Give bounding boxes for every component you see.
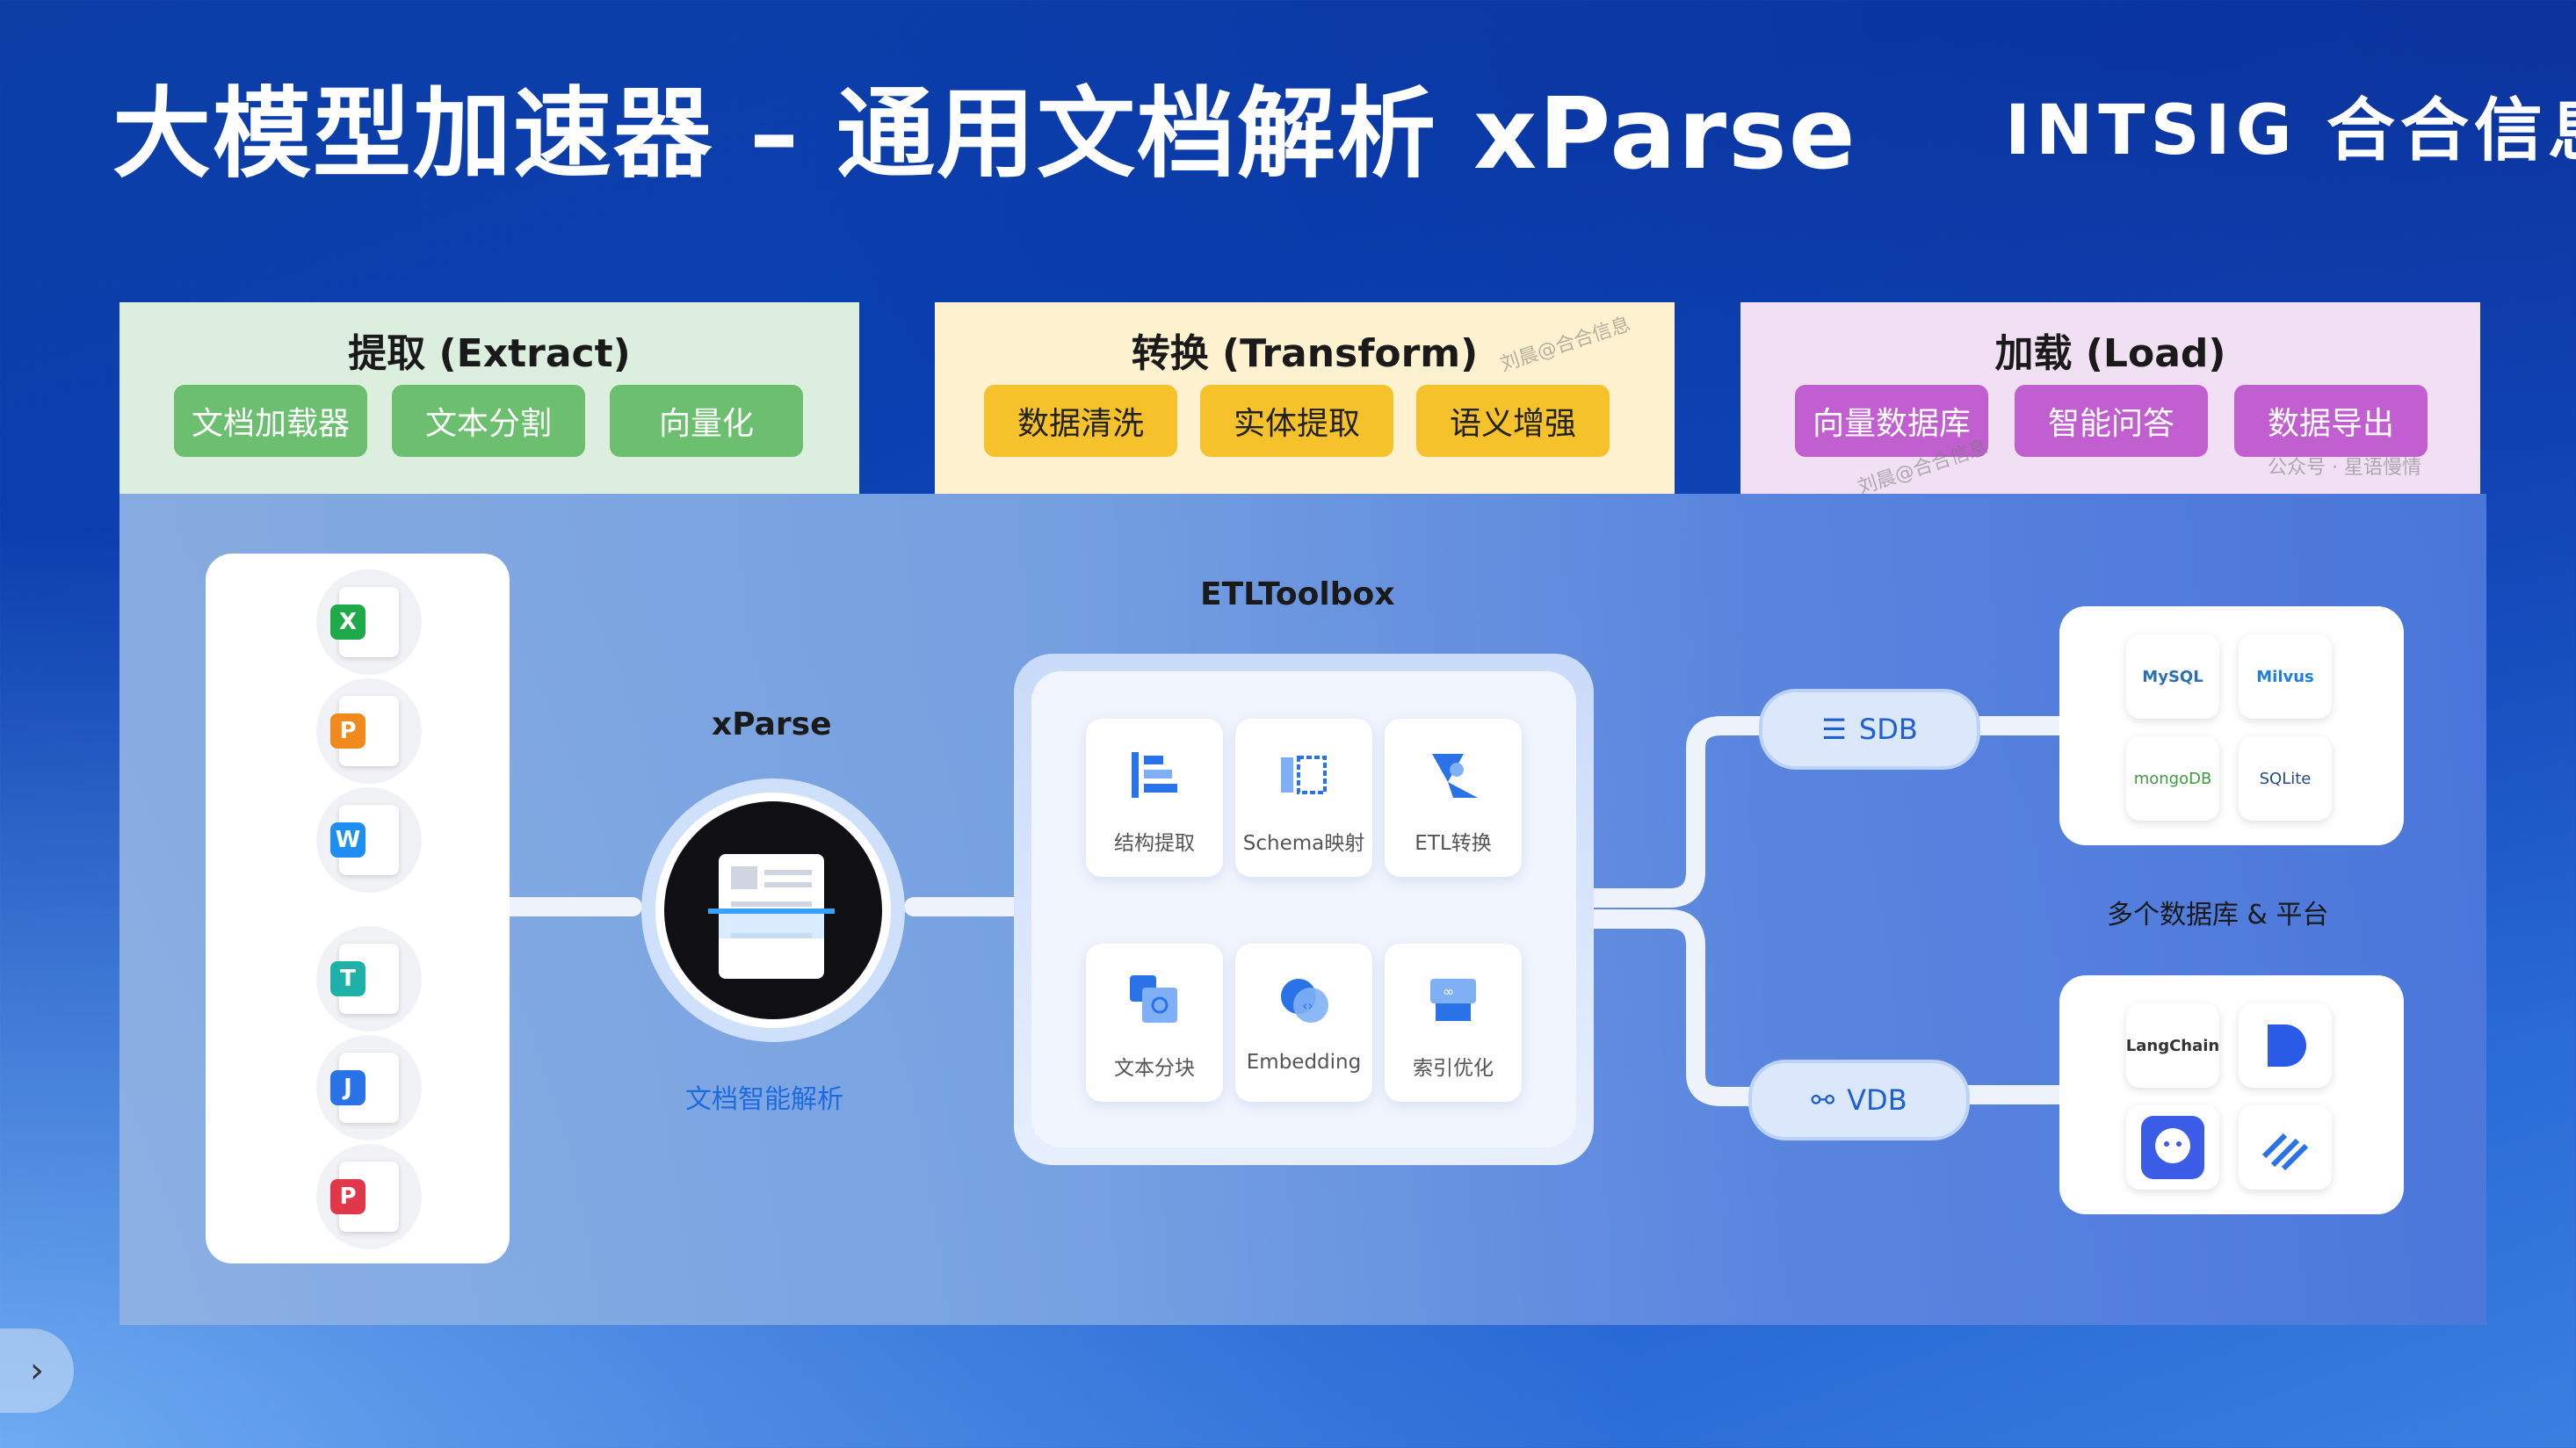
chip-document-loader: 文档加载器: [174, 385, 367, 457]
svg-text:‹›: ‹›: [1302, 997, 1313, 1014]
chip-smart-qa: 智能问答: [2015, 385, 2208, 457]
logo-cn: 合合信息: [2326, 91, 2576, 170]
tool-embedding-label: Embedding: [1246, 1051, 1362, 1074]
xparse-label: xParse: [712, 706, 832, 742]
stage-transform-title: 转换 (Transform): [1131, 331, 1479, 376]
tool-index-optimize: ∞ 索引优化: [1385, 944, 1522, 1102]
chip-data-export: 数据导出: [2234, 385, 2428, 457]
etl-title: ETLToolbox: [1200, 576, 1395, 612]
sqlite-icon: SQLite: [2239, 736, 2332, 821]
document-scan-icon: [641, 778, 905, 1042]
vdb-label: VDB: [1847, 1083, 1907, 1117]
mongodb-icon: mongoDB: [2126, 736, 2219, 821]
index-optimize-icon: ∞: [1430, 979, 1476, 1021]
xparse-caption: 文档智能解析: [685, 1084, 843, 1115]
page-title: 大模型加速器 – 通用文档解析 xParse: [112, 77, 1857, 192]
sdb-label: SDB: [1858, 713, 1918, 746]
tool-structure-extract: 结构提取: [1086, 719, 1223, 877]
txt-file-icon: T: [316, 926, 422, 1032]
chip-vector-db: 向量数据库: [1795, 385, 1988, 457]
stage-extract-title: 提取 (Extract): [348, 331, 631, 376]
assistant-face-icon: [2126, 1105, 2219, 1190]
tool-text-chunk: 文本分块: [1086, 944, 1223, 1102]
pdf-file-icon: P: [316, 1144, 422, 1249]
pinecone-d-icon: [2239, 1003, 2332, 1088]
tool-structure-extract-label: 结构提取: [1114, 832, 1195, 855]
intsig-logo: INTSIG 合合信息™: [2005, 76, 2576, 174]
jpg-file-icon: J: [316, 1035, 422, 1140]
langchain-icon: LangChain: [2126, 1003, 2219, 1088]
stage-load: 加载 (Load) 向量数据库 智能问答 数据导出 刘晨@合合信息 公众号 · …: [1740, 302, 2480, 499]
tool-etl-transform: ETL转换: [1385, 719, 1522, 877]
chip-vectorize: 向量化: [610, 385, 803, 457]
chip-semantic-enhance: 语义增强: [1416, 385, 1610, 457]
tool-etl-transform-label: ETL转换: [1415, 832, 1492, 855]
platforms-caption: 多个数据库 & 平台: [2107, 900, 2329, 930]
sdb-pill: ☰ SDB: [1759, 689, 1980, 770]
embedding-icon: ‹›: [1281, 979, 1328, 1023]
tool-index-optimize-label: 索引优化: [1413, 1057, 1494, 1080]
tool-embedding: ‹› Embedding: [1235, 944, 1372, 1102]
vdb-pill: ⚯ VDB: [1748, 1060, 1970, 1140]
watermark-account: 公众号 · 星语慢情: [2268, 457, 2421, 479]
word-file-icon: W: [316, 787, 422, 893]
text-chunk-icon: [1130, 975, 1177, 1023]
tool-schema-mapping-label: Schema映射: [1242, 832, 1365, 855]
chevron-right-icon[interactable]: ›: [0, 1329, 74, 1413]
svg-text:∞: ∞: [1443, 983, 1454, 1000]
stage-transform: 转换 (Transform) 数据清洗 实体提取 语义增强 刘晨@合合信息: [935, 302, 1675, 494]
chip-data-cleaning: 数据清洗: [984, 385, 1177, 457]
mysql-icon: MySQL: [2126, 634, 2219, 719]
milvus-icon: Milvus: [2239, 634, 2332, 719]
nodes-icon: ⚯: [1811, 1083, 1835, 1117]
stage-extract: 提取 (Extract) 文档加载器 文本分割 向量化: [119, 302, 859, 494]
ppt-file-icon: P: [316, 678, 422, 784]
table-icon: ☰: [1821, 713, 1847, 746]
structure-extract-icon: [1132, 752, 1177, 798]
etl-transform-icon: [1432, 754, 1478, 798]
stage-load-title: 加载 (Load): [1994, 331, 2226, 376]
stripes-icon: [2239, 1105, 2332, 1190]
chip-entity-extraction: 实体提取: [1200, 385, 1393, 457]
tool-schema-mapping: Schema映射: [1235, 719, 1372, 877]
vdb-platforms-box: LangChain: [2059, 975, 2404, 1214]
schema-mapping-icon: [1281, 756, 1327, 794]
chip-text-split: 文本分割: [392, 385, 585, 457]
tool-text-chunk-label: 文本分块: [1114, 1057, 1195, 1080]
sdb-platforms-box: MySQL Milvus mongoDB SQLite: [2059, 606, 2404, 845]
excel-file-icon: X: [316, 569, 422, 675]
logo-brand: INTSIG: [2005, 91, 2297, 170]
